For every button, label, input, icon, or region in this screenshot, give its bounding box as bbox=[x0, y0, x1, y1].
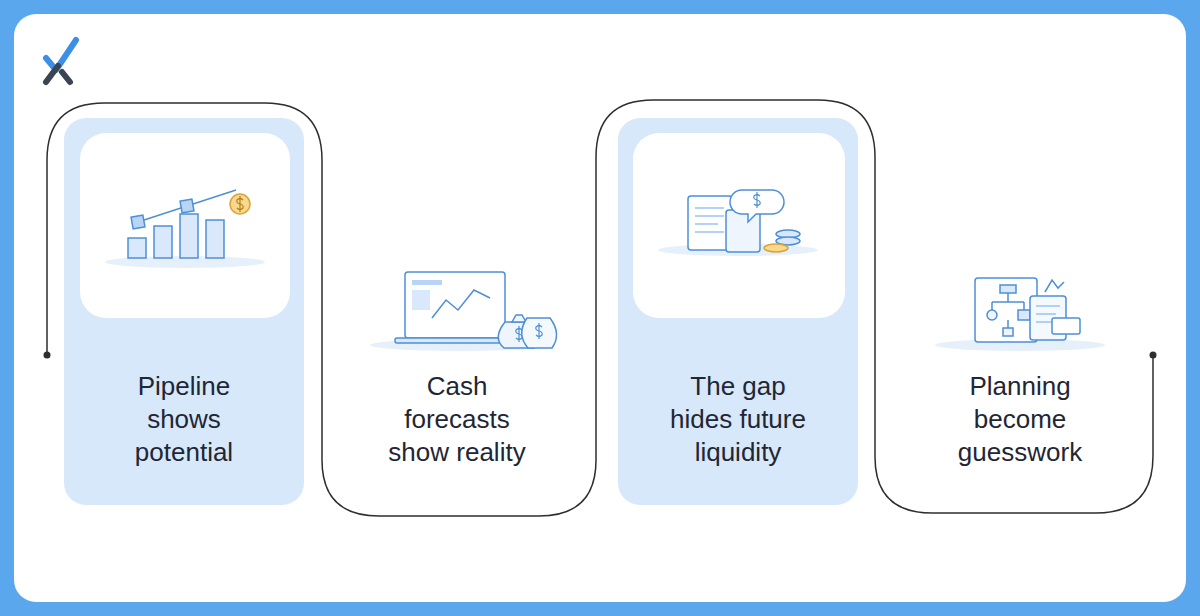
planning-flowchart-illustration bbox=[935, 278, 1105, 351]
step-label: Pipeline shows potential bbox=[104, 370, 264, 469]
highlight-panel: The gap hides future liquidity bbox=[618, 118, 858, 505]
step-label: Cash forecasts show reality bbox=[377, 370, 537, 469]
logo bbox=[46, 40, 76, 82]
step-label: The gap hides future liquidity bbox=[658, 370, 818, 469]
image-tile bbox=[633, 133, 845, 318]
growth-chart-illustration bbox=[105, 190, 265, 268]
step-panel: Cash forecasts show reality bbox=[337, 118, 577, 505]
end-dot bbox=[1150, 352, 1157, 359]
laptop-cash-illustration bbox=[370, 272, 557, 351]
documents-coins-illustration bbox=[658, 190, 818, 256]
step-label: Planning become guesswork bbox=[940, 370, 1100, 469]
end-dot bbox=[44, 352, 51, 359]
card bbox=[14, 14, 1186, 602]
image-tile bbox=[80, 133, 290, 318]
flow-outline bbox=[47, 100, 1153, 516]
highlight-panel: Pipeline shows potential bbox=[64, 118, 304, 505]
step-panel: Planning become guesswork bbox=[900, 118, 1140, 505]
